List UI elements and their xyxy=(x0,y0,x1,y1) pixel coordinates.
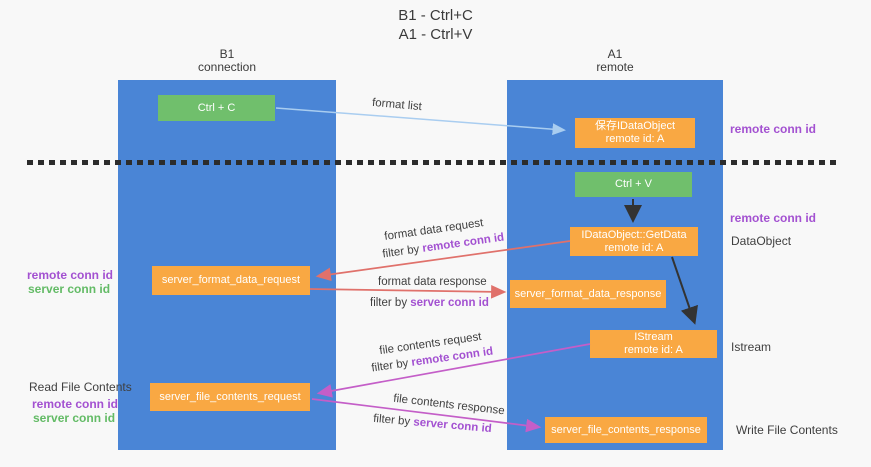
node-server-file-contents-response: server_file_contents_response xyxy=(545,417,707,443)
diagram-title: B1 - Ctrl+C A1 - Ctrl+V xyxy=(0,6,871,44)
left-column-header: B1 connection xyxy=(118,48,336,74)
dashed-divider xyxy=(27,160,839,165)
left-column-name: B1 xyxy=(219,47,235,61)
node-ctrl-c-label: Ctrl + C xyxy=(197,101,236,114)
filter-prefix: filter by xyxy=(381,242,424,261)
label-server-conn-id-bottom-left: server conn id xyxy=(33,411,116,425)
left-column-role: connection xyxy=(197,60,257,74)
label-istream: Istream xyxy=(731,340,772,354)
right-column-role: remote xyxy=(596,60,634,74)
filter-key-server-conn-id: server conn id xyxy=(410,297,489,309)
filter-prefix: filter by xyxy=(370,356,413,375)
node-ctrl-v: Ctrl + V xyxy=(575,172,692,197)
node-istream-line1: IStream xyxy=(634,331,673,343)
edge-label-file-contents-response: file contents response xyxy=(392,392,506,418)
edge-label-format-list: format list xyxy=(371,96,423,114)
label-remote-conn-id-mid-right: remote conn id xyxy=(730,211,817,225)
label-server-conn-id-mid-left: server conn id xyxy=(28,282,111,296)
node-idataobject-getdata-line1: IDataObject::GetData xyxy=(581,228,687,241)
label-dataobject: DataObject xyxy=(731,234,792,248)
label-read-file-contents: Read File Contents xyxy=(29,380,132,394)
title-line-2: A1 - Ctrl+V xyxy=(398,26,473,43)
edge-label-filter-format-response: filter by server conn id xyxy=(370,297,489,309)
node-server-format-data-request: server_format_data_request xyxy=(152,266,310,295)
node-istream: IStream remote id: A xyxy=(590,330,717,358)
filter-key-server-conn-id: server conn id xyxy=(412,416,493,436)
node-idataobject-getdata-line2: remote id: A xyxy=(604,241,664,254)
node-save-idataobject-line1: 保存IDataObject xyxy=(594,120,676,132)
edge-label-filter-file-response: filter by server conn id xyxy=(373,413,492,435)
node-server-file-contents-request-label: server_file_contents_request xyxy=(159,390,301,403)
node-server-file-contents-response-label: server_file_contents_response xyxy=(551,423,701,436)
node-server-format-data-response-label: server_format_data_response xyxy=(514,287,662,300)
arrow-format-data-response xyxy=(309,285,507,299)
right-column-name: A1 xyxy=(607,47,623,61)
node-server-file-contents-request: server_file_contents_request xyxy=(150,383,310,411)
node-save-idataobject: 保存IDataObject remote id: A xyxy=(575,118,695,148)
title-line-1: B1 - Ctrl+C xyxy=(398,7,473,24)
label-remote-conn-id-top-right: remote conn id xyxy=(730,122,817,136)
label-remote-conn-id-bottom-left: remote conn id xyxy=(32,397,119,411)
node-save-idataobject-line2: remote id: A xyxy=(605,133,665,145)
node-idataobject-getdata: IDataObject::GetData remote id: A xyxy=(570,227,698,256)
node-server-format-data-response: server_format_data_response xyxy=(510,280,666,308)
label-write-file-contents: Write File Contents xyxy=(736,423,838,437)
label-remote-conn-id-mid-left: remote conn id xyxy=(27,268,114,282)
node-istream-line2: remote id: A xyxy=(624,344,683,356)
filter-prefix: filter by xyxy=(372,412,414,429)
node-ctrl-v-label: Ctrl + V xyxy=(615,178,652,190)
right-column-header: A1 remote xyxy=(507,48,723,74)
filter-prefix: filter by xyxy=(370,297,411,309)
node-ctrl-c: Ctrl + C xyxy=(158,95,275,121)
node-server-format-data-request-label: server_format_data_request xyxy=(161,274,301,286)
edge-label-format-data-response: format data response xyxy=(378,276,487,288)
